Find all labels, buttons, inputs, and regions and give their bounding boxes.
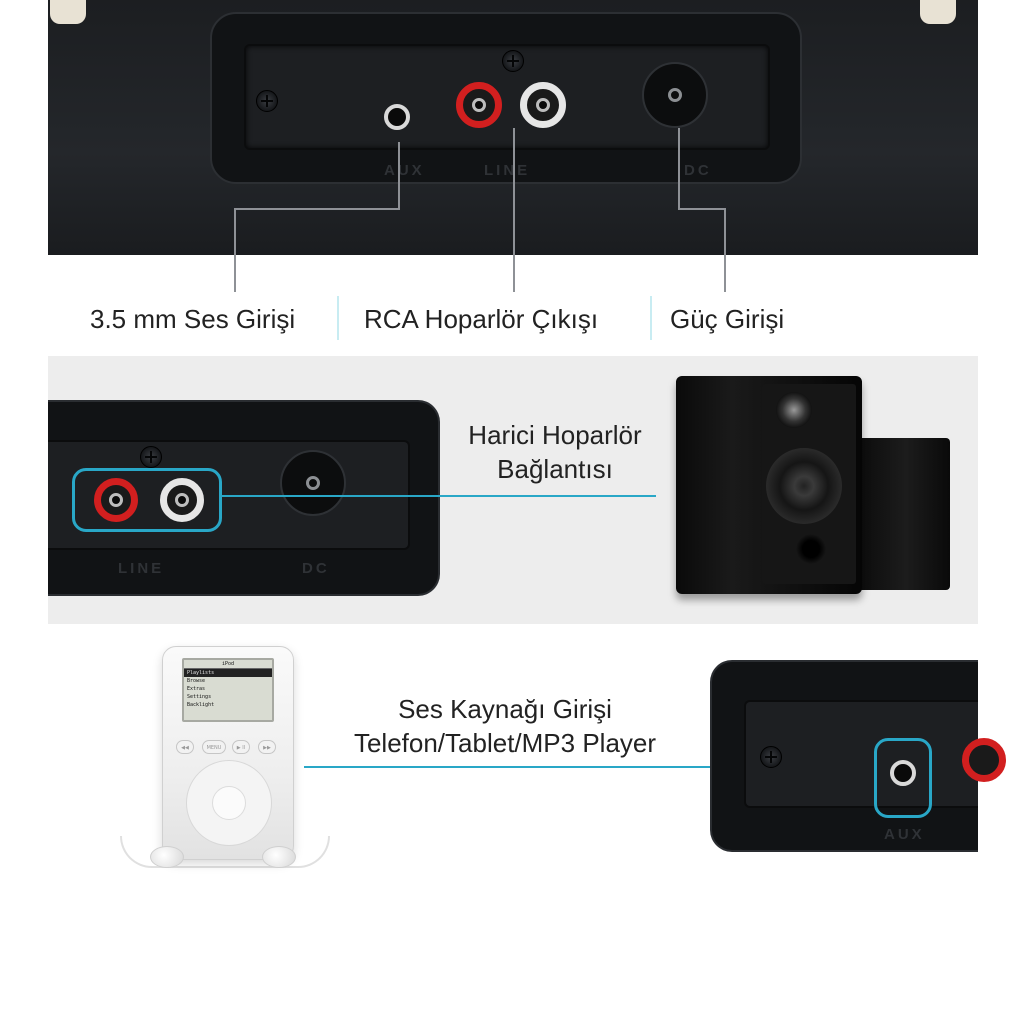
leader-line bbox=[513, 128, 515, 292]
mp3-menu-item: Settings bbox=[187, 694, 212, 700]
leader-line bbox=[678, 208, 726, 210]
rca-red-jack bbox=[962, 738, 1006, 782]
earbud-right bbox=[262, 846, 296, 868]
mp3-screen-title: iPod bbox=[184, 660, 272, 669]
external-speaker-label: Harici Hoparlör Bağlantısı bbox=[440, 418, 670, 486]
label-separator bbox=[650, 296, 652, 340]
mp3-menu-item: Backlight bbox=[187, 702, 215, 708]
embossed-label: LINE bbox=[484, 162, 531, 179]
audio-in-jack bbox=[384, 104, 410, 130]
external-speaker-label-line1: Harici Hoparlör bbox=[468, 420, 642, 450]
embossed-label: AUX bbox=[884, 826, 925, 843]
screw-icon bbox=[502, 50, 524, 72]
power-jack bbox=[280, 450, 346, 516]
embossed-label: AUX bbox=[384, 162, 425, 179]
bass-port-icon bbox=[796, 534, 826, 564]
source-input-label-line1: Ses Kaynağı Girişi bbox=[398, 694, 612, 724]
external-speaker-label-line2: Bağlantısı bbox=[497, 454, 613, 484]
audio-in-highlight-box bbox=[874, 738, 932, 818]
power-in-label: Güç Girişi bbox=[670, 304, 785, 334]
connector-plate bbox=[744, 700, 978, 808]
mp3-player-screen: iPod Playlists Browse Extras Settings Ba… bbox=[182, 658, 274, 722]
device-foot-left bbox=[50, 0, 86, 24]
leader-line bbox=[678, 128, 680, 210]
device-foot-right bbox=[920, 0, 956, 24]
screw-icon bbox=[760, 746, 782, 768]
rca-white-jack bbox=[160, 478, 204, 522]
audio-in-jack bbox=[890, 760, 916, 786]
label-separator bbox=[337, 296, 339, 340]
tweeter-icon bbox=[776, 392, 812, 428]
highlight-connector-line bbox=[222, 495, 656, 497]
screw-icon bbox=[140, 446, 162, 468]
earbud-left bbox=[150, 846, 184, 868]
leader-line bbox=[234, 208, 236, 292]
mp3-next-button: ▶▶ bbox=[258, 740, 276, 754]
rca-red-jack bbox=[94, 478, 138, 522]
source-input-label-line2: Telefon/Tablet/MP3 Player bbox=[353, 728, 657, 758]
leader-line bbox=[724, 208, 726, 292]
source-input-label: Ses Kaynağı Girişi Telefon/Tablet/MP3 Pl… bbox=[330, 692, 680, 760]
rca-out-label: RCA Hoparlör Çıkışı bbox=[364, 304, 599, 334]
screw-icon bbox=[256, 90, 278, 112]
mp3-menu-item: Extras bbox=[187, 686, 206, 692]
leader-line bbox=[234, 208, 400, 210]
click-wheel-center bbox=[212, 786, 246, 820]
mp3-play-button: ▶ II bbox=[232, 740, 250, 754]
embossed-label: DC bbox=[302, 560, 330, 577]
mp3-menu-item: Playlists bbox=[184, 669, 272, 677]
rca-white-jack bbox=[520, 82, 566, 128]
mp3-menu-item: Browse bbox=[187, 678, 206, 684]
embossed-label: LINE bbox=[118, 560, 165, 577]
woofer-icon bbox=[766, 448, 842, 524]
mp3-menu-button: MENU bbox=[202, 740, 226, 754]
power-jack bbox=[642, 62, 708, 128]
embossed-label: DC bbox=[684, 162, 712, 179]
rca-highlight-box bbox=[72, 468, 222, 532]
audio-in-label: 3.5 mm Ses Girişi bbox=[90, 304, 296, 334]
mp3-prev-button: ◀◀ bbox=[176, 740, 194, 754]
highlight-connector-line bbox=[304, 766, 874, 768]
leader-line bbox=[398, 142, 400, 210]
rca-red-jack bbox=[456, 82, 502, 128]
